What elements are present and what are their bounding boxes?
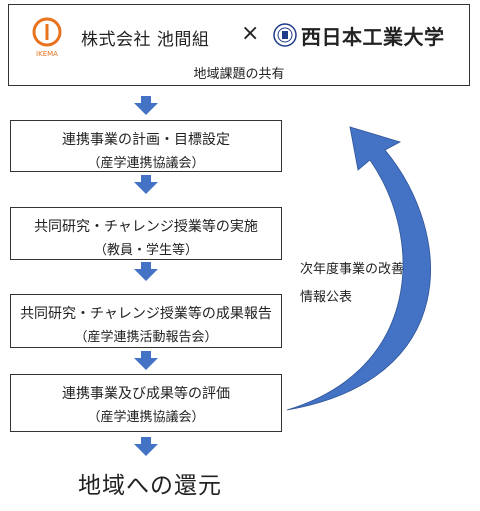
company-name: 株式会社 池間組 <box>81 30 210 50</box>
feedback-note-disclosure: 情報公表 <box>300 290 353 305</box>
step-sublabel: （産学連携活動報告会） <box>74 330 218 345</box>
university-name: 西日本工業大学 <box>301 25 445 49</box>
step-evaluation: 連携事業及び成果等の評価 （産学連携協議会） <box>10 374 282 432</box>
footer-result: 地域への還元 <box>78 473 222 499</box>
down-arrow-1 <box>134 96 158 115</box>
company-logo-text: IKEMA <box>36 50 58 58</box>
down-arrow-5 <box>134 437 158 456</box>
step-sublabel: （産学連携協議会） <box>87 410 205 425</box>
step-report: 共同研究・チャレンジ授業等の成果報告 （産学連携活動報告会） <box>10 294 282 348</box>
step-sublabel: （産学連携協議会） <box>87 156 205 171</box>
cross-symbol: × <box>241 21 260 46</box>
feedback-curved-arrow <box>286 126 431 411</box>
step-label: 連携事業及び成果等の評価 <box>62 386 230 402</box>
step-sublabel: （教員・学生等） <box>93 243 198 258</box>
feedback-note-improvement: 次年度事業の改善 <box>300 262 405 277</box>
down-arrow-4 <box>134 351 158 370</box>
down-arrow-2 <box>134 175 158 194</box>
step-planning: 連携事業の計画・目標設定 （産学連携協議会） <box>10 120 282 172</box>
header-subtitle: 地域課題の共有 <box>193 67 285 82</box>
step-implementation: 共同研究・チャレンジ授業等の実施 （教員・学生等） <box>10 207 282 260</box>
step-label: 共同研究・チャレンジ授業等の成果報告 <box>20 306 272 322</box>
company-logo: IKEMA <box>32 17 62 58</box>
down-arrow-3 <box>134 262 158 281</box>
header-box: IKEMA 株式会社 池間組 × 西日本工業大学 地域課題の共有 <box>8 4 470 86</box>
step-label: 連携事業の計画・目標設定 <box>62 132 230 148</box>
university-seal-icon <box>273 23 297 47</box>
step-label: 共同研究・チャレンジ授業等の実施 <box>34 219 258 235</box>
